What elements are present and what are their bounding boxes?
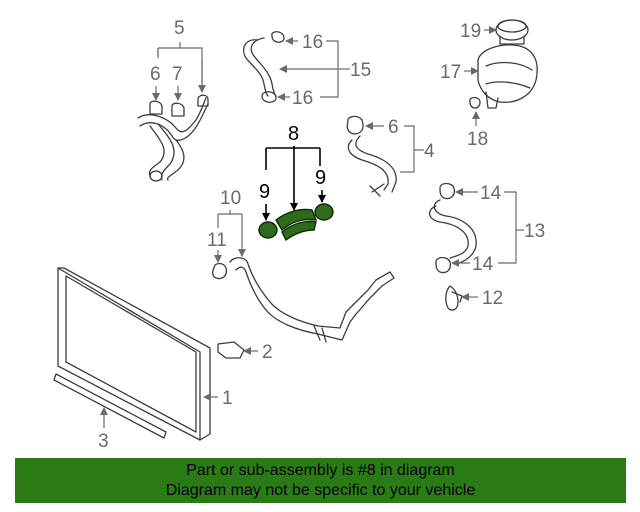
callout-14-lower: 14 bbox=[472, 254, 494, 275]
callout-8: 8 bbox=[288, 123, 299, 145]
callout-12: 12 bbox=[482, 288, 503, 309]
callout-14-upper: 14 bbox=[480, 183, 502, 204]
callout-1: 1 bbox=[222, 388, 233, 409]
callout-17: 17 bbox=[440, 62, 461, 83]
highlighted-hose-part-8 bbox=[258, 203, 334, 242]
footer-line-2: Diagram may not be specific to your vehi… bbox=[165, 482, 476, 499]
expansion-tank bbox=[469, 19, 538, 109]
callout-7: 7 bbox=[172, 64, 183, 85]
footer-banner: Part or sub-assembly is #8 in diagram Di… bbox=[15, 458, 626, 503]
footer-line-1: Part or sub-assembly is #8 in diagram bbox=[186, 462, 455, 479]
clip-12 bbox=[445, 285, 463, 311]
callout-19: 19 bbox=[460, 21, 481, 42]
callout-15: 15 bbox=[350, 60, 371, 81]
callout-6-middle: 6 bbox=[388, 117, 399, 138]
parts-diagram: 5 6 7 16 16 15 19 17 18 6 bbox=[53, 18, 545, 452]
coolant-pipe bbox=[212, 257, 395, 343]
callout-3: 3 bbox=[98, 431, 109, 452]
callout-11: 11 bbox=[207, 230, 227, 251]
callout-6-upper: 6 bbox=[150, 64, 161, 85]
callout-16-lower: 16 bbox=[292, 88, 313, 109]
seal-strip-3 bbox=[53, 373, 167, 439]
upper-hose-assembly bbox=[137, 94, 209, 182]
callout-18: 18 bbox=[467, 129, 488, 150]
bypass-hose bbox=[243, 31, 285, 103]
bracket-2 bbox=[217, 341, 245, 359]
callout-13: 13 bbox=[524, 221, 545, 242]
callout-9-left: 9 bbox=[259, 181, 270, 203]
callout-9-right: 9 bbox=[315, 167, 326, 189]
callout-5: 5 bbox=[174, 18, 185, 39]
callout-4: 4 bbox=[424, 141, 435, 162]
lower-hose-4 bbox=[346, 115, 397, 197]
callout-10: 10 bbox=[220, 188, 241, 209]
hose-13 bbox=[429, 182, 477, 274]
callout-16-upper: 16 bbox=[302, 32, 323, 53]
radiator bbox=[57, 267, 211, 441]
callout-2: 2 bbox=[262, 342, 273, 363]
